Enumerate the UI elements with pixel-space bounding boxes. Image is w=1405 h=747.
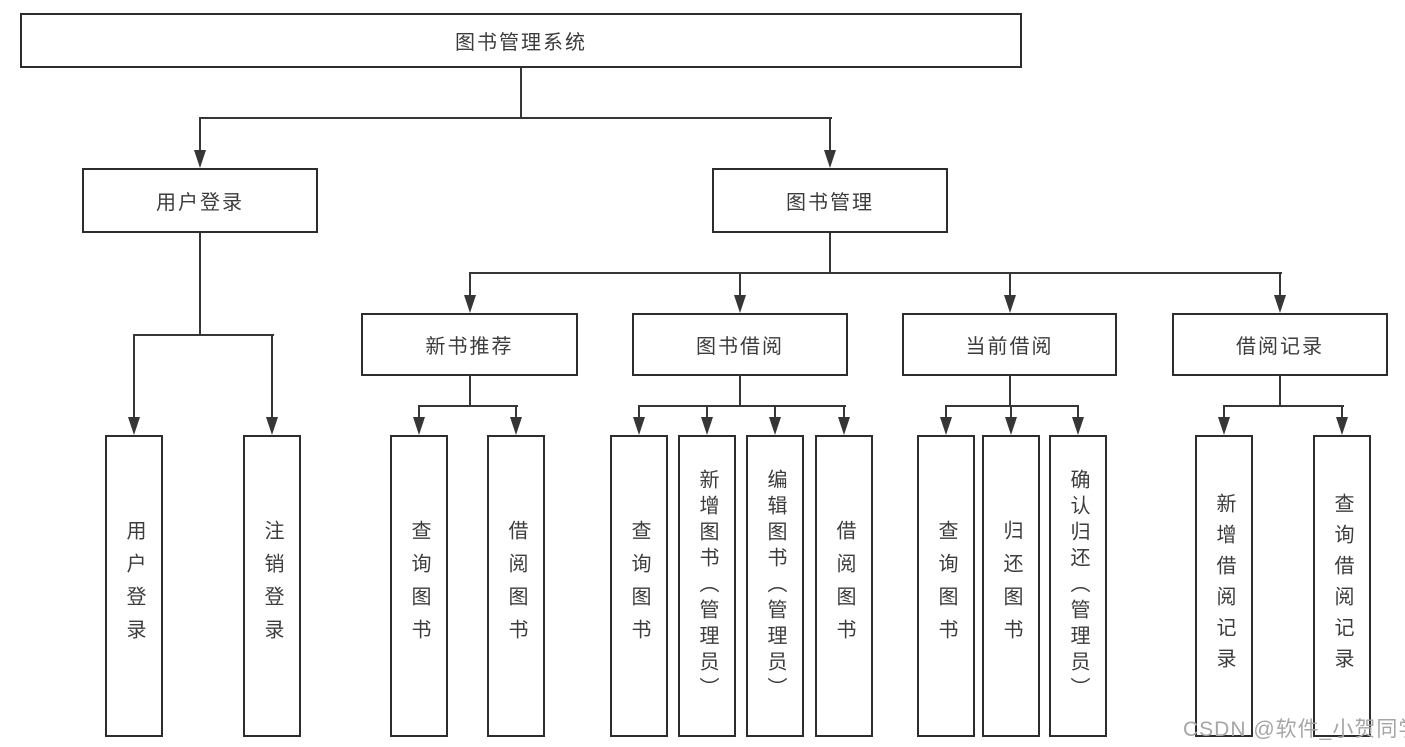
csdn-watermark: CSDN @软件_小贺同学 <box>1183 718 1405 741</box>
connector-line <box>418 405 420 418</box>
node-borrowing-records: 借阅记录 <box>1172 313 1388 376</box>
node-book-borrowing: 图书借阅 <box>632 313 848 376</box>
leaf-return-books: 归还图书 <box>982 435 1040 737</box>
node-label: 查询图书 <box>408 520 430 652</box>
connector-line <box>1341 405 1343 418</box>
connector-line <box>829 233 831 274</box>
connector-line <box>1077 405 1079 418</box>
node-label: 新书推荐 <box>425 336 514 358</box>
node-label: 查询图书 <box>628 520 650 652</box>
connector-line <box>199 233 201 336</box>
node-label: 查询图书 <box>935 520 957 652</box>
node-label: 确认归还（管理员） <box>1067 469 1089 703</box>
node-label: 借阅图书 <box>833 520 855 652</box>
connector-line <box>1010 405 1012 418</box>
connector-line <box>1009 272 1011 297</box>
arrowhead-down <box>940 417 952 435</box>
leaf-add-books-admin: 新增图书（管理员） <box>678 435 736 737</box>
connector-line <box>945 405 947 418</box>
leaf-logout: 注销登录 <box>243 435 301 737</box>
connector-line <box>638 405 640 418</box>
arrowhead-down <box>194 150 206 168</box>
arrowhead-down <box>510 417 522 435</box>
node-label: 图书管理 <box>786 192 874 214</box>
connector-line <box>1279 375 1281 407</box>
connector-line <box>1223 405 1344 407</box>
connector-line <box>469 375 471 407</box>
node-label: 图书借阅 <box>696 336 784 358</box>
arrowhead-down <box>1274 295 1286 313</box>
connector-line <box>199 117 201 152</box>
connector-line <box>515 405 517 418</box>
node-label: 查询借阅记录 <box>1331 493 1353 679</box>
node-label: 新增图书（管理员） <box>696 469 718 703</box>
connector-line <box>1223 405 1225 418</box>
arrowhead-down <box>128 417 140 435</box>
arrowhead-down <box>1072 417 1084 435</box>
leaf-add-borrow-record: 新增借阅记录 <box>1195 435 1253 737</box>
connector-line <box>829 117 831 152</box>
leaf-query-books-current: 查询图书 <box>917 435 975 737</box>
connector-line <box>774 405 776 418</box>
node-label: 归还图书 <box>1000 520 1022 652</box>
connector-line <box>739 272 741 297</box>
arrowhead-down <box>701 417 713 435</box>
connector-line <box>706 405 708 418</box>
node-book-management: 图书管理 <box>712 168 948 233</box>
connector-line <box>199 117 832 119</box>
arrowhead-down <box>734 295 746 313</box>
node-label: 用户登录 <box>156 192 244 214</box>
leaf-edit-books-admin: 编辑图书（管理员） <box>746 435 804 737</box>
node-label: 借阅图书 <box>505 520 527 652</box>
node-new-book-recommendation: 新书推荐 <box>361 313 578 376</box>
connector-line <box>638 405 846 407</box>
arrowhead-down <box>824 150 836 168</box>
leaf-query-borrow-record: 查询借阅记录 <box>1313 435 1371 737</box>
node-label: 图书管理系统 <box>455 32 587 54</box>
arrowhead-down <box>838 417 850 435</box>
connector-line <box>843 405 845 418</box>
node-label: 编辑图书（管理员） <box>764 469 786 703</box>
connector-line <box>133 334 274 336</box>
connector-line <box>739 375 741 407</box>
node-user-login: 用户登录 <box>82 168 318 233</box>
leaf-query-books-recommend: 查询图书 <box>390 435 448 737</box>
connector-line <box>1279 272 1281 297</box>
connector-line <box>945 405 1079 407</box>
leaf-user-login: 用户登录 <box>105 435 163 737</box>
arrowhead-down <box>1218 417 1230 435</box>
connector-line <box>271 334 273 418</box>
arrowhead-down <box>1004 295 1016 313</box>
node-label: 用户登录 <box>123 520 145 652</box>
connector-line <box>469 272 471 297</box>
arrowhead-down <box>266 417 278 435</box>
leaf-confirm-return-admin: 确认归还（管理员） <box>1049 435 1107 737</box>
node-label: 注销登录 <box>261 520 283 652</box>
arrowhead-down <box>769 417 781 435</box>
node-library-management-system: 图书管理系统 <box>20 13 1022 68</box>
node-label: 借阅记录 <box>1236 336 1324 358</box>
arrowhead-down <box>1336 417 1348 435</box>
connector-line <box>133 334 135 418</box>
node-label: 当前借阅 <box>965 336 1054 358</box>
node-current-borrowing: 当前借阅 <box>902 313 1117 376</box>
arrowhead-down <box>413 417 425 435</box>
connector-line <box>1009 375 1011 407</box>
node-label: 新增借阅记录 <box>1213 493 1235 679</box>
connector-line <box>520 68 522 119</box>
arrowhead-down <box>1005 417 1017 435</box>
arrowhead-down <box>464 295 476 313</box>
leaf-query-books-borrow: 查询图书 <box>610 435 668 737</box>
leaf-borrow-books-recommend: 借阅图书 <box>487 435 545 737</box>
connector-line <box>418 405 518 407</box>
connector-line <box>469 272 1282 274</box>
arrowhead-down <box>633 417 645 435</box>
leaf-borrow-books: 借阅图书 <box>815 435 873 737</box>
